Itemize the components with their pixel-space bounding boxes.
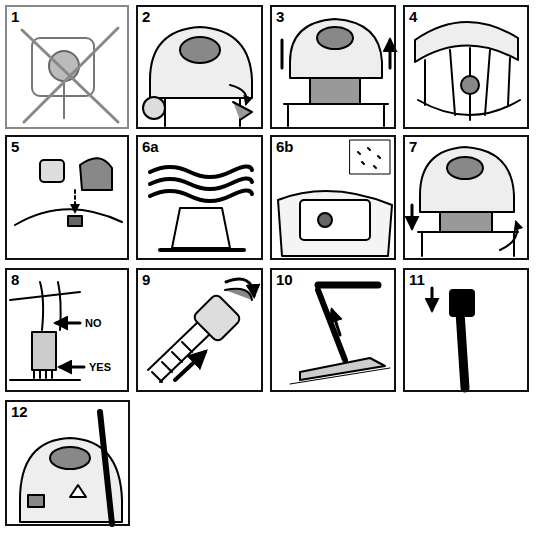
step-panel: 8 — [5, 268, 129, 392]
cage-ring — [418, 100, 520, 115]
switch — [28, 495, 44, 507]
step-number: 1 — [9, 9, 21, 25]
step-panel: 10 — [270, 268, 396, 392]
filter — [310, 78, 360, 104]
container — [278, 191, 392, 256]
step-number: 4 — [407, 9, 419, 25]
callout-label: YES — [88, 361, 112, 373]
cable — [63, 81, 65, 118]
filter — [440, 212, 492, 232]
vacuum-head — [420, 147, 514, 212]
arrow — [431, 288, 434, 310]
inset — [350, 140, 390, 174]
hose-coupling — [192, 293, 241, 342]
handle-knob — [180, 37, 220, 63]
cap — [40, 160, 64, 182]
arrow — [332, 310, 340, 335]
step-number: 6b — [274, 139, 296, 155]
wand — [318, 290, 345, 360]
seat — [68, 216, 82, 226]
handle-knob — [447, 157, 483, 179]
container — [418, 232, 518, 256]
step-number: 5 — [9, 139, 21, 155]
step-panel: 12 — [5, 400, 130, 526]
cross — [22, 28, 118, 122]
step-number: 3 — [274, 9, 286, 25]
hose-inlet — [143, 97, 165, 119]
step-number: 8 — [9, 272, 21, 288]
arrow — [230, 85, 247, 104]
arrow — [500, 222, 517, 250]
arrow — [56, 322, 80, 325]
drawings — [10, 19, 520, 524]
arrow — [282, 40, 390, 68]
base — [160, 248, 244, 252]
plug — [49, 51, 79, 81]
step-panel: 3 — [270, 5, 396, 129]
hose-ribs — [152, 342, 192, 382]
step-number: 6a — [140, 139, 161, 155]
step-panel: 6a — [136, 135, 263, 260]
bristles — [34, 370, 52, 378]
tube — [460, 312, 465, 388]
step-panel: 2 — [136, 5, 263, 129]
filter-cap — [80, 158, 112, 190]
step-number: 9 — [140, 272, 152, 288]
twist-arrow — [226, 279, 254, 296]
head-rim — [415, 22, 518, 62]
dust — [358, 148, 380, 168]
water — [150, 166, 252, 201]
vacuum-head — [290, 19, 382, 78]
floor-nozzle — [300, 358, 385, 380]
sleeve — [450, 290, 474, 316]
tube — [100, 412, 112, 524]
step-panel: 4 — [403, 5, 529, 129]
wand — [318, 282, 378, 289]
arrow — [60, 366, 84, 369]
step-panel: 1 — [5, 5, 129, 129]
floor — [290, 368, 390, 384]
step-number: 7 — [407, 139, 419, 155]
step-panel: 11 — [403, 268, 529, 392]
float — [461, 76, 479, 94]
arrow — [74, 190, 76, 212]
handle-knob — [50, 447, 90, 469]
cartridge-filter — [172, 208, 230, 248]
clip — [233, 102, 252, 120]
filter-bag — [300, 200, 370, 240]
bag-opening — [318, 213, 332, 227]
step-number: 11 — [407, 272, 427, 288]
arrow — [411, 205, 414, 228]
step-number: 12 — [9, 404, 30, 420]
step-number: 2 — [140, 9, 152, 25]
handle-knob — [317, 27, 353, 49]
step-number: 10 — [274, 272, 295, 288]
container — [284, 104, 388, 126]
container — [165, 98, 240, 126]
inlet — [225, 289, 252, 300]
brush — [32, 332, 56, 370]
container-rim — [15, 209, 122, 225]
holder — [70, 485, 86, 497]
step-panel: 9 — [136, 268, 263, 392]
step-panel: 7 — [403, 135, 529, 260]
push-arrow — [175, 352, 205, 380]
callout-label: NO — [84, 317, 103, 329]
step-panel: 5 — [5, 135, 129, 260]
hose — [148, 320, 212, 382]
step-panel: 6b — [270, 135, 396, 260]
